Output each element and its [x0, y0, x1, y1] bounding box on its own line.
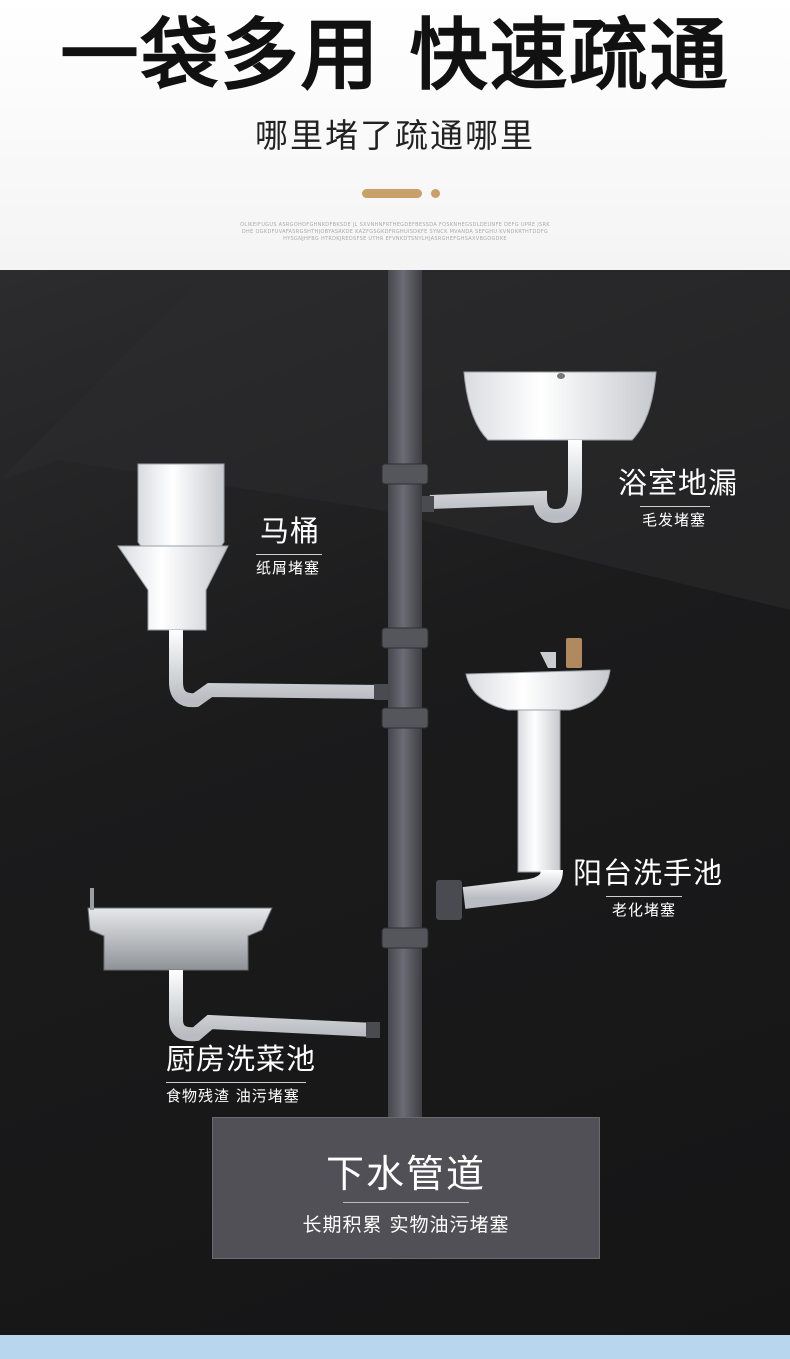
basin-pedestal [517, 709, 561, 873]
sewer-base: 下水管道 长期积累 实物油污堵塞 [212, 1117, 600, 1259]
bathroom-basin [463, 371, 657, 441]
headline: 一袋多用 快速疏通 [60, 11, 730, 101]
kitchen-sink-title: 厨房洗菜池 [166, 1042, 317, 1076]
bathroom-drain-desc: 毛发堵塞 [642, 511, 707, 529]
plumbing-illustration [0, 270, 790, 1120]
kitchen-sink-desc: 食物残渣 油污堵塞 [166, 1087, 300, 1105]
toilet-drain-pipe [169, 630, 383, 708]
pipe-coupling [381, 463, 429, 485]
sewer-desc: 长期积累 实物油污堵塞 [302, 1214, 510, 1236]
balcony-basin-divider [606, 896, 682, 897]
kitchen-sink [87, 907, 273, 971]
pipe-coupling [381, 707, 429, 729]
basin-drain-hole [557, 373, 565, 379]
balcony-basin-title: 阳台洗手池 [573, 856, 724, 890]
pedestal-basin-top [465, 669, 611, 711]
accent-bar [362, 189, 422, 198]
bathroom-drain-divider [640, 506, 710, 507]
bathroom-drain-pipe [429, 440, 582, 524]
accent-dot [431, 189, 440, 198]
subtitle: 哪里堵了疏通哪里 [255, 116, 535, 155]
footer-strip [0, 1335, 790, 1359]
plumbing-scene: 马桶 纸屑堵塞 浴室地漏 毛发堵塞 阳台洗手池 老化堵塞 厨房洗菜池 食物残渣 … [0, 270, 790, 1335]
toilet-bowl [117, 545, 229, 631]
sewer-title: 下水管道 [325, 1152, 486, 1196]
bathroom-drain-title: 浴室地漏 [618, 466, 739, 500]
fine-print: OLIKEIFUGUS ASRGOHDFGHNKDFBKSDE JL SXVNH… [240, 222, 550, 242]
kitchen-drain-pipe [169, 970, 375, 1042]
header-section: 一袋多用 快速疏通 哪里堵了疏通哪里 OLIKEIFUGUS ASRGOHDFG… [0, 0, 790, 270]
drain-joint [366, 1022, 380, 1038]
drain-joint [436, 880, 462, 920]
sewer-divider [343, 1202, 469, 1203]
kitchen-sink-divider [166, 1082, 306, 1083]
toilet-title: 马桶 [260, 514, 321, 548]
pipe-coupling [381, 927, 429, 949]
basin-faucet [540, 652, 556, 668]
pipe-coupling [381, 627, 429, 649]
main-pipe [388, 270, 422, 1120]
balcony-basin-desc: 老化堵塞 [612, 901, 677, 919]
drain-joint [374, 684, 388, 700]
toilet-divider [256, 554, 322, 555]
drain-joint [422, 496, 434, 512]
soap-bottle [566, 638, 582, 668]
toilet-desc: 纸屑堵塞 [256, 559, 321, 577]
balcony-drain-pipe [462, 869, 563, 909]
sink-tap [90, 888, 94, 910]
